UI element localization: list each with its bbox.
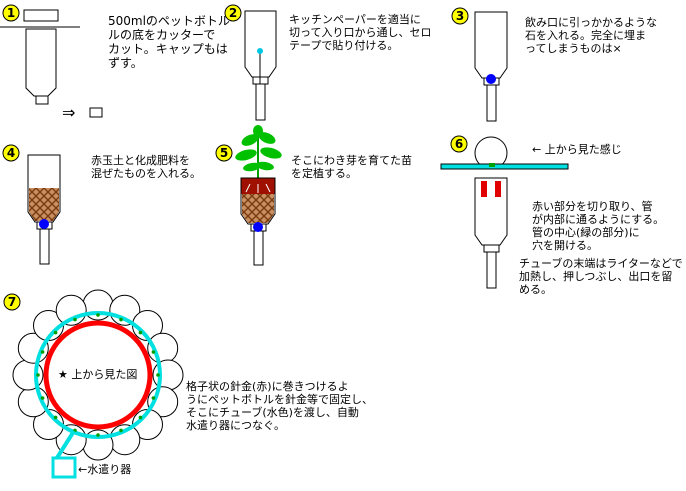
tube-hole [138, 330, 143, 335]
tube-hole [489, 163, 495, 167]
bottle-mouth [483, 244, 500, 253]
tube-ring [34, 311, 162, 439]
step-3: 3 [451, 7, 508, 122]
step-1: 1 ⇒ [0, 4, 103, 122]
wire-ring [43, 320, 153, 430]
step-6-tube-text: チューブの末端はライターなどで 加熱し、押しつぶし、出口を留 める。 [519, 257, 683, 296]
step-7: 7 [3, 289, 184, 479]
reservoir-label: ←水遣り器 [78, 463, 132, 476]
tube-hole [119, 317, 123, 322]
tube-hole [40, 396, 45, 400]
removed-cap [89, 107, 103, 118]
tube-cross [440, 163, 569, 170]
bottle-inverted [474, 11, 508, 79]
tube-hole [53, 415, 58, 420]
bottle-neck [35, 95, 49, 105]
svg-text:3: 3 [456, 9, 464, 23]
bottle-side-view [474, 177, 508, 246]
arrow-icon: ⇒ [62, 103, 75, 122]
step-4: 4 [2, 144, 61, 265]
step-badge-7: 7 [3, 293, 21, 311]
svg-text:7: 7 [8, 295, 16, 309]
step-1-text: 500mlのペットボトル ルの底をカッターで カット。キャップもは ずす。 [108, 14, 230, 70]
cutout-right [495, 181, 501, 197]
step-4-text: 赤玉土と化成肥料を 混ぜたものを入れる。 [91, 154, 201, 180]
seedling-icon [235, 125, 282, 180]
cut-bottom-piece [23, 9, 59, 22]
kitchen-paper-wick [486, 84, 497, 122]
step-6-text: 赤い部分を切り取り、管 が内部に通るようにする。 管の中心(緑の部分)に 穴を開… [532, 200, 665, 252]
step-badge-4: 4 [2, 144, 20, 162]
tape-icon [257, 48, 263, 54]
step-2-text: キッチンペーパーを適当に 切って入り口から通し、セロ テープで貼り付ける。 [289, 13, 432, 52]
step-5-text: そこにわき芽を育てた苗 を定植する。 [291, 154, 412, 180]
kitchen-paper-wick [486, 251, 497, 289]
svg-text:2: 2 [229, 6, 237, 20]
step-badge-2: 2 [224, 4, 242, 22]
svg-text:1: 1 [7, 6, 15, 20]
tube-hole [151, 350, 156, 354]
tube-hole [156, 373, 160, 377]
stone-icon [253, 222, 263, 232]
cutout-left [481, 181, 487, 197]
svg-text:6: 6 [455, 137, 463, 151]
tube-hole [73, 317, 77, 322]
kitchen-paper-wick [255, 83, 266, 121]
svg-text:4: 4 [7, 146, 15, 160]
bottle-body [25, 28, 57, 97]
step-7-center-label: ★ 上から見た図 [58, 368, 138, 381]
tube-hole [119, 428, 123, 433]
bottle-inverted [240, 177, 276, 225]
stone-icon [486, 74, 496, 84]
step-6: 6 [440, 135, 569, 289]
step-badge-5: 5 [215, 144, 233, 162]
tube-hole [151, 396, 156, 400]
kitchen-paper-wick [253, 230, 264, 266]
kitchen-paper-wick [39, 228, 50, 265]
step-2: 2 [224, 4, 277, 121]
soil-fill [29, 188, 59, 221]
tube-hole [96, 313, 100, 317]
tube-hole [96, 433, 100, 437]
step-7-text: 格子状の針金(赤)に巻きつけるよ うにペットボトルを針金等で固定し、 そこにチュ… [186, 380, 373, 432]
step-3-text: 飲み口に引っかかるような 石を入れる。完全に埋ま ってしまうものは× [525, 16, 657, 55]
tube-hole [36, 373, 40, 377]
step-6-top-view-label: ← 上から見た感じ [532, 143, 622, 156]
tube-hole [138, 415, 143, 420]
water-reservoir [51, 456, 77, 479]
tube-hole [53, 330, 58, 335]
step-badge-6: 6 [450, 135, 468, 153]
step-badge-3: 3 [451, 7, 469, 25]
svg-text:5: 5 [220, 146, 228, 160]
step-5: 5 [215, 125, 282, 266]
stone-icon [39, 219, 49, 229]
step-badge-1: 1 [2, 4, 20, 22]
soil-fill [242, 194, 274, 223]
tube-hole [40, 350, 45, 354]
bottle-inverted [244, 10, 277, 78]
